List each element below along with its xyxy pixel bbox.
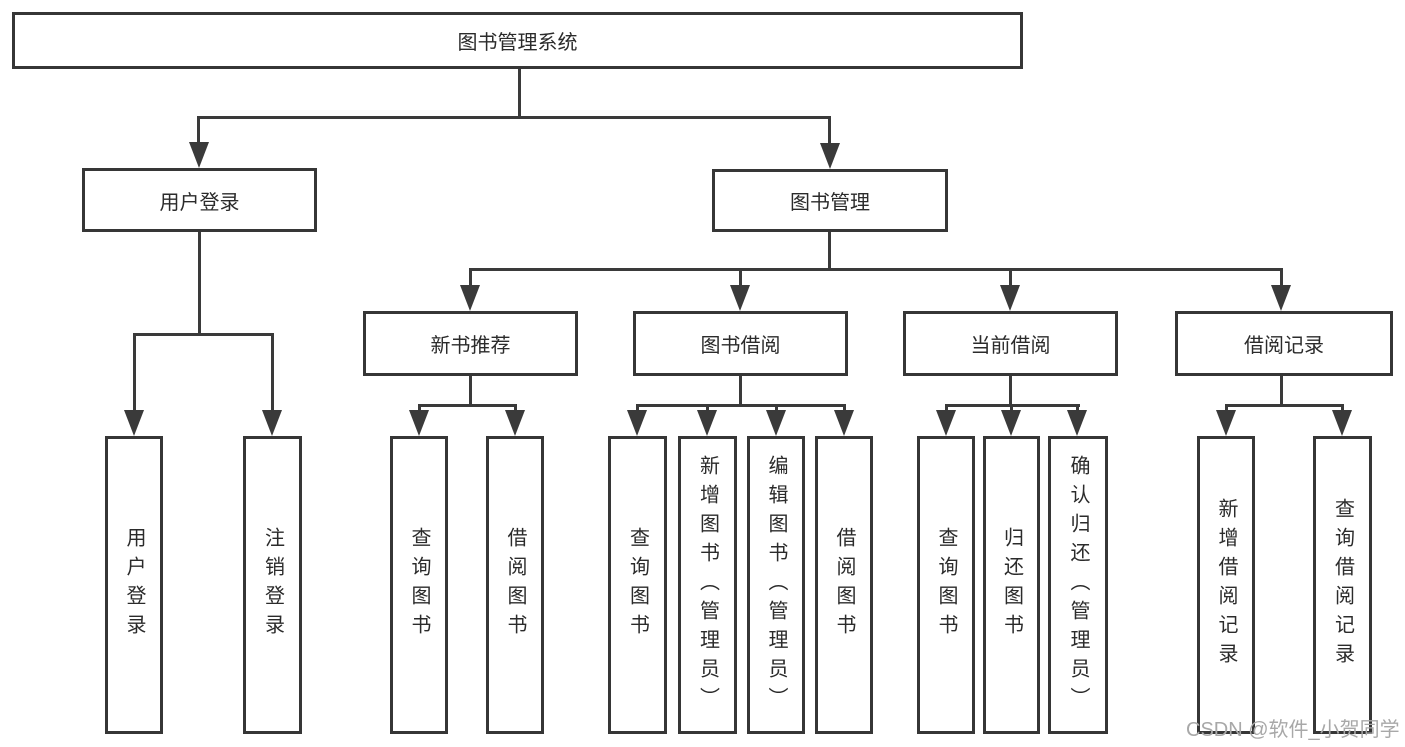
node-label: 新增借阅记录: [1215, 498, 1237, 672]
connector-line: [739, 270, 742, 292]
connector-line: [198, 232, 201, 334]
connector-line: [739, 376, 742, 406]
connector-line: [1009, 270, 1012, 292]
arrow-down-icon: [1332, 410, 1352, 436]
node-label: 确认归还（管理员）: [1067, 454, 1089, 716]
leaf-logout: 注销登录: [243, 436, 302, 734]
node-label: 查询图书: [408, 527, 430, 643]
arrow-down-icon: [834, 410, 854, 436]
node-label: 编辑图书（管理员）: [765, 454, 787, 716]
node-label: 注销登录: [261, 527, 284, 643]
arrow-down-icon: [627, 410, 647, 436]
node-label: 新书推荐: [430, 335, 511, 357]
node-label: 查询图书: [626, 527, 649, 643]
node-label: 借阅记录: [1244, 335, 1324, 357]
connector-line: [828, 232, 831, 270]
arrow-down-icon: [460, 285, 480, 311]
node-label: 借阅图书: [504, 527, 526, 643]
connector-line: [469, 270, 472, 292]
connector-line: [1009, 376, 1012, 406]
arrow-down-icon: [936, 410, 956, 436]
connector-line: [945, 404, 1080, 407]
arrow-down-icon: [730, 285, 750, 311]
connector-line: [271, 335, 274, 415]
node-library-management-system: 图书管理系统: [12, 12, 1023, 69]
connector-line: [469, 376, 472, 406]
arrow-down-icon: [124, 410, 144, 436]
node-borrowing-records: 借阅记录: [1175, 311, 1393, 376]
node-new-book-recommend: 新书推荐: [363, 311, 578, 376]
node-label: 图书借阅: [700, 335, 781, 357]
arrow-down-icon: [1216, 410, 1236, 436]
connector-line: [133, 335, 136, 415]
arrow-down-icon: [1000, 285, 1020, 311]
node-current-borrowing: 当前借阅: [903, 311, 1118, 376]
leaf-borrowing-borrow-books: 借阅图书: [815, 436, 873, 734]
connector-line: [133, 333, 274, 336]
leaf-add-books-admin: 新增图书（管理员）: [678, 436, 737, 734]
leaf-add-borrow-record: 新增借阅记录: [1197, 436, 1255, 734]
leaf-borrowing-query-books: 查询图书: [608, 436, 667, 734]
node-label: 图书管理: [790, 192, 870, 214]
node-label: 用户登录: [159, 191, 240, 214]
connector-line: [1280, 376, 1283, 406]
arrow-down-icon: [262, 410, 282, 436]
node-label: 新增图书（管理员）: [696, 454, 719, 716]
node-label: 归还图书: [1000, 527, 1023, 643]
leaf-query-borrow-record: 查询借阅记录: [1313, 436, 1372, 734]
arrow-down-icon: [697, 410, 717, 436]
arrow-down-icon: [1001, 410, 1021, 436]
arrow-down-icon: [820, 143, 840, 169]
leaf-return-books: 归还图书: [983, 436, 1040, 734]
leaf-edit-books-admin: 编辑图书（管理员）: [747, 436, 805, 734]
node-label: 查询借阅记录: [1331, 498, 1354, 672]
arrow-down-icon: [766, 410, 786, 436]
arrow-down-icon: [505, 410, 525, 436]
leaf-confirm-return-admin: 确认归还（管理员）: [1048, 436, 1108, 734]
connector-line: [636, 404, 846, 407]
connector-line: [197, 118, 200, 148]
node-label: 用户登录: [123, 527, 145, 643]
arrow-down-icon: [1271, 285, 1291, 311]
node-book-borrowing: 图书借阅: [633, 311, 848, 376]
arrow-down-icon: [1067, 410, 1087, 436]
leaf-recommend-borrow-books: 借阅图书: [486, 436, 544, 734]
node-label: 借阅图书: [833, 527, 855, 643]
leaf-current-query-books: 查询图书: [917, 436, 975, 734]
node-label: 图书管理系统: [457, 32, 578, 54]
node-user-login: 用户登录: [82, 168, 317, 232]
watermark: CSDN @软件_小贺同学: [1186, 719, 1400, 741]
connector-line: [1280, 270, 1283, 292]
leaf-user-login: 用户登录: [105, 436, 163, 734]
arrow-down-icon: [409, 410, 429, 436]
connector-line: [1225, 404, 1344, 407]
node-label: 当前借阅: [970, 335, 1051, 357]
connector-line: [828, 118, 831, 148]
leaf-recommend-query-books: 查询图书: [390, 436, 448, 734]
connector-line: [469, 268, 1283, 271]
node-label: 查询图书: [935, 527, 957, 643]
arrow-down-icon: [189, 142, 209, 168]
node-book-management: 图书管理: [712, 169, 948, 232]
connector-line: [518, 69, 521, 118]
connector-line: [197, 116, 831, 119]
connector-line: [418, 404, 517, 407]
